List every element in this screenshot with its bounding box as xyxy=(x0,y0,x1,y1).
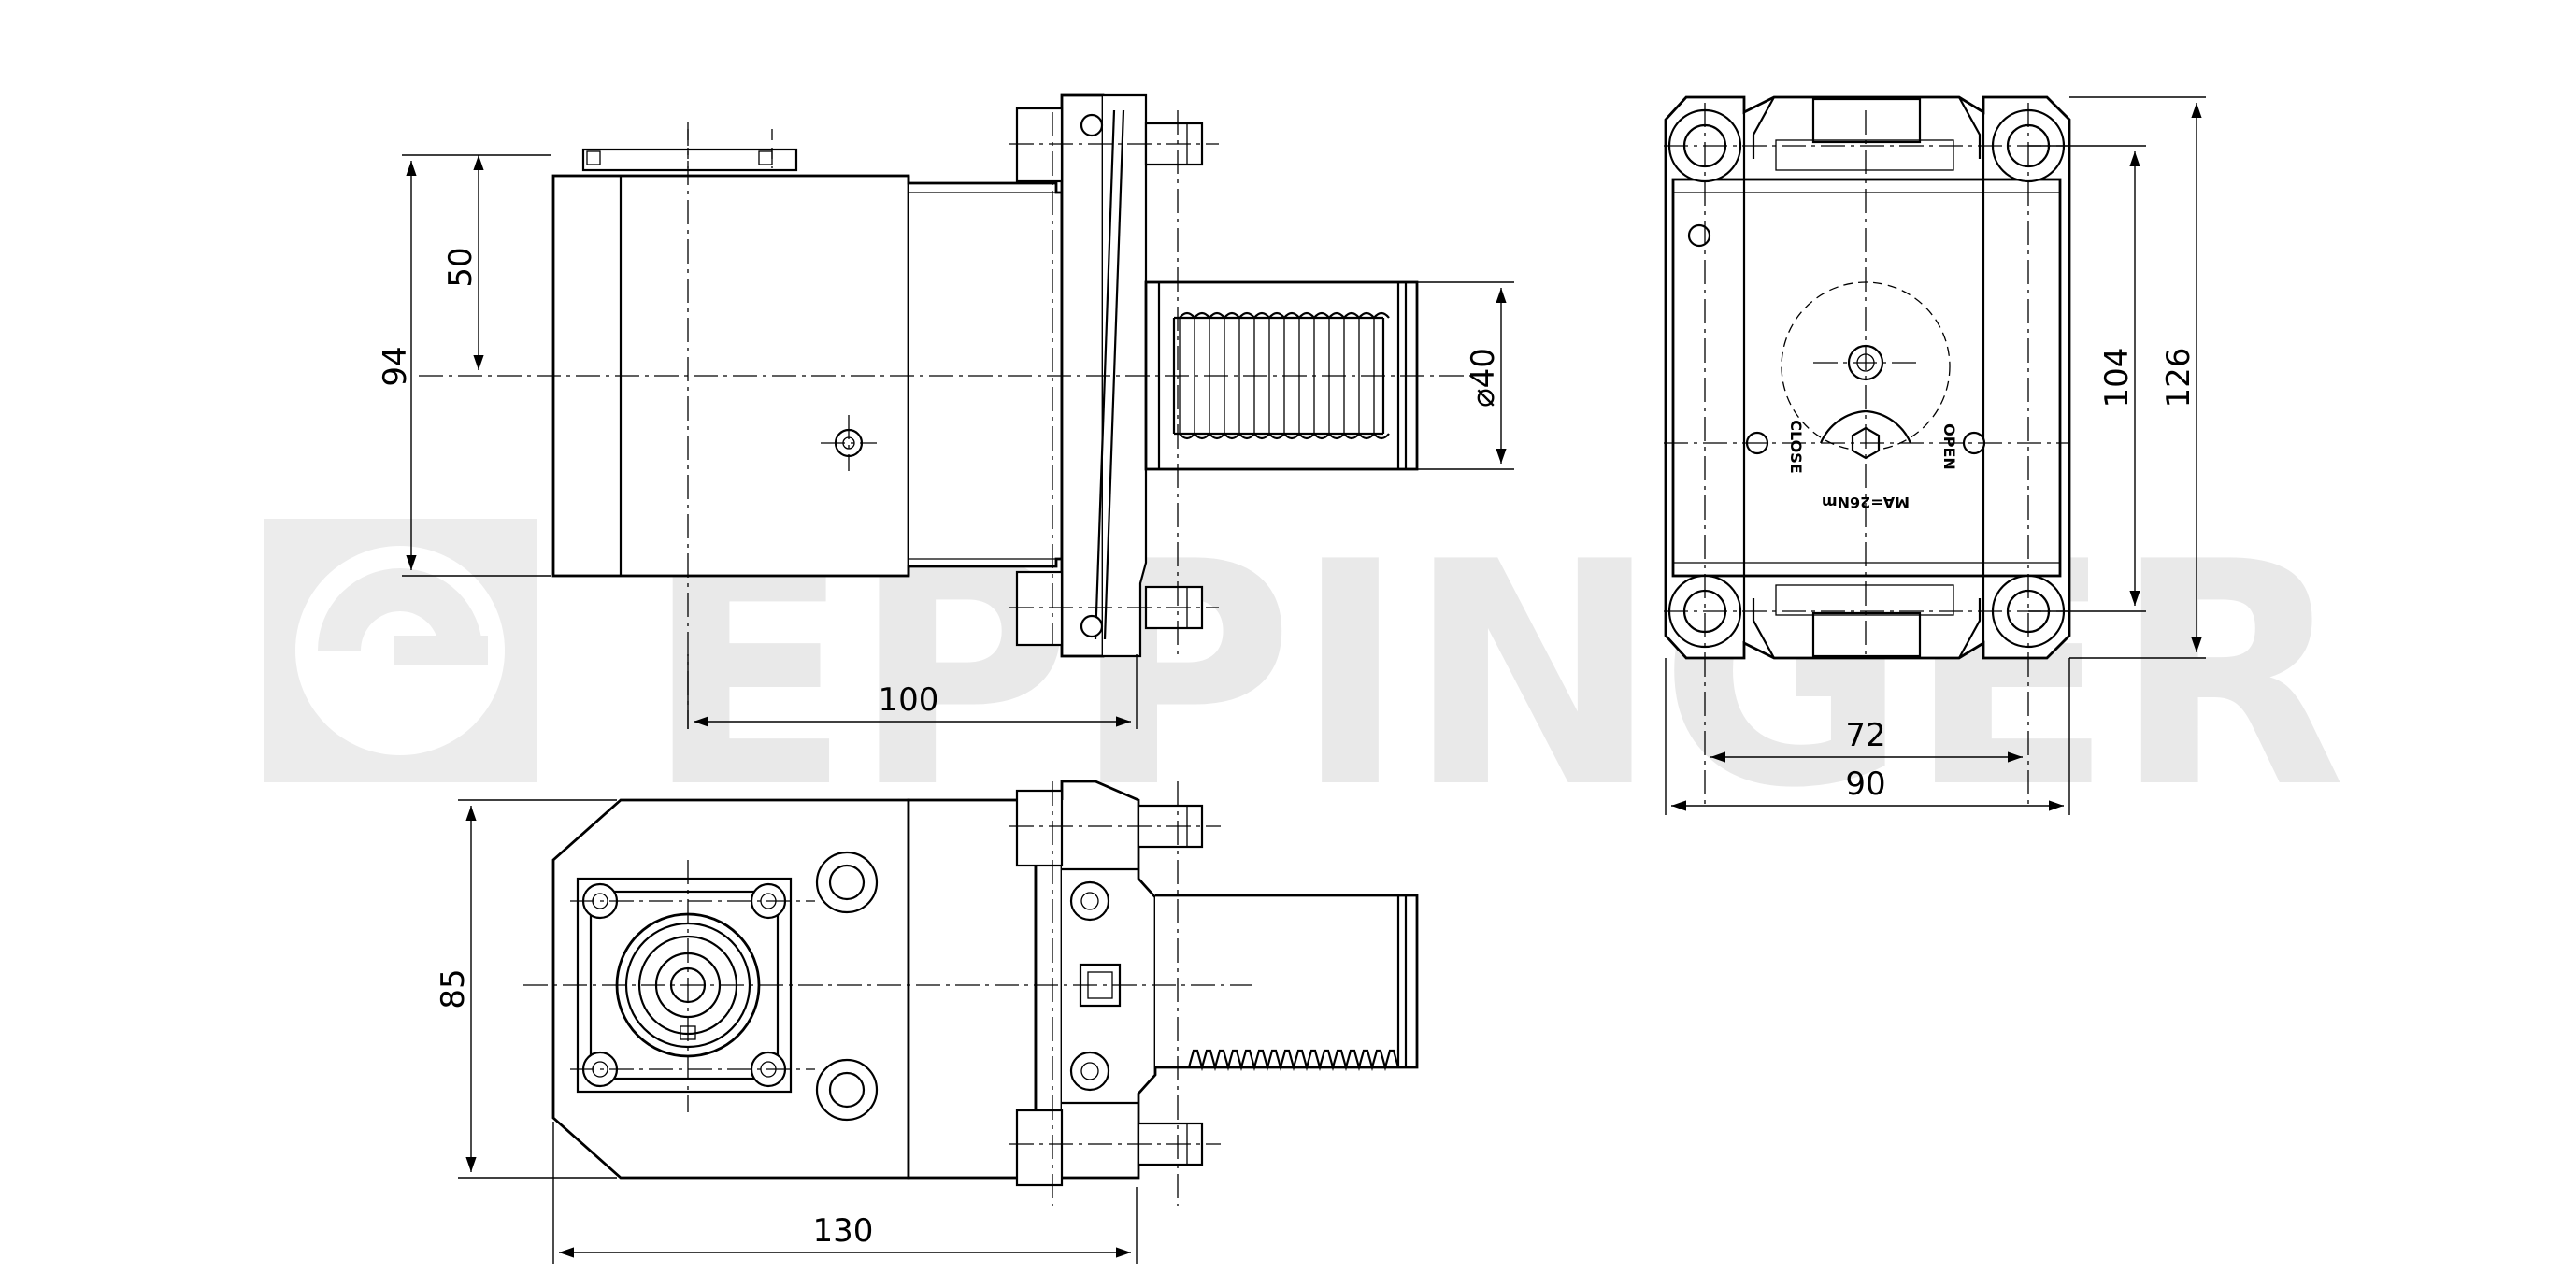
top-shank xyxy=(1155,894,1419,1069)
side-view xyxy=(419,93,1477,729)
dim-72: 72 xyxy=(1845,717,1885,754)
dim-126: 126 xyxy=(2160,348,2197,408)
dim-50: 50 xyxy=(442,247,479,287)
open-label: OPEN xyxy=(1940,423,1958,470)
dim-90: 90 xyxy=(1845,766,1885,803)
flange-bolt-top xyxy=(1080,113,1104,137)
screw-top xyxy=(815,851,879,914)
top-view-dimensions: 85 130 xyxy=(435,799,1138,1264)
end-pin-top xyxy=(1811,97,1922,144)
close-label: CLOSE xyxy=(1787,420,1805,473)
top-clamp-plate xyxy=(581,148,798,172)
pin-top-left xyxy=(1015,107,1064,183)
dim-104: 104 xyxy=(2098,348,2136,408)
end-view-dimensions: 72 90 104 126 xyxy=(1665,96,2206,815)
torque-label: MA=26Nm xyxy=(1822,494,1910,511)
side-view-dimensions: 94 50 100 ⌀40 xyxy=(377,154,1514,729)
dim-94: 94 xyxy=(377,346,414,386)
top-view xyxy=(523,780,1419,1206)
end-view: CLOSE OPEN MA=26Nm xyxy=(1664,95,2071,804)
dim-85: 85 xyxy=(435,968,472,1009)
top-neck xyxy=(907,798,1038,1180)
screw-bottom xyxy=(815,1058,879,1122)
pin-bottom-left xyxy=(1015,570,1064,647)
serration xyxy=(1172,311,1390,440)
housing-body xyxy=(551,174,910,578)
end-pin-bottom xyxy=(1811,611,1922,658)
eppinger-logo xyxy=(264,519,537,782)
dim-100: 100 xyxy=(879,681,939,719)
dim-130: 130 xyxy=(813,1212,874,1250)
dim-diameter-40: ⌀40 xyxy=(1465,348,1502,408)
flange-bolt-bottom xyxy=(1080,614,1104,638)
